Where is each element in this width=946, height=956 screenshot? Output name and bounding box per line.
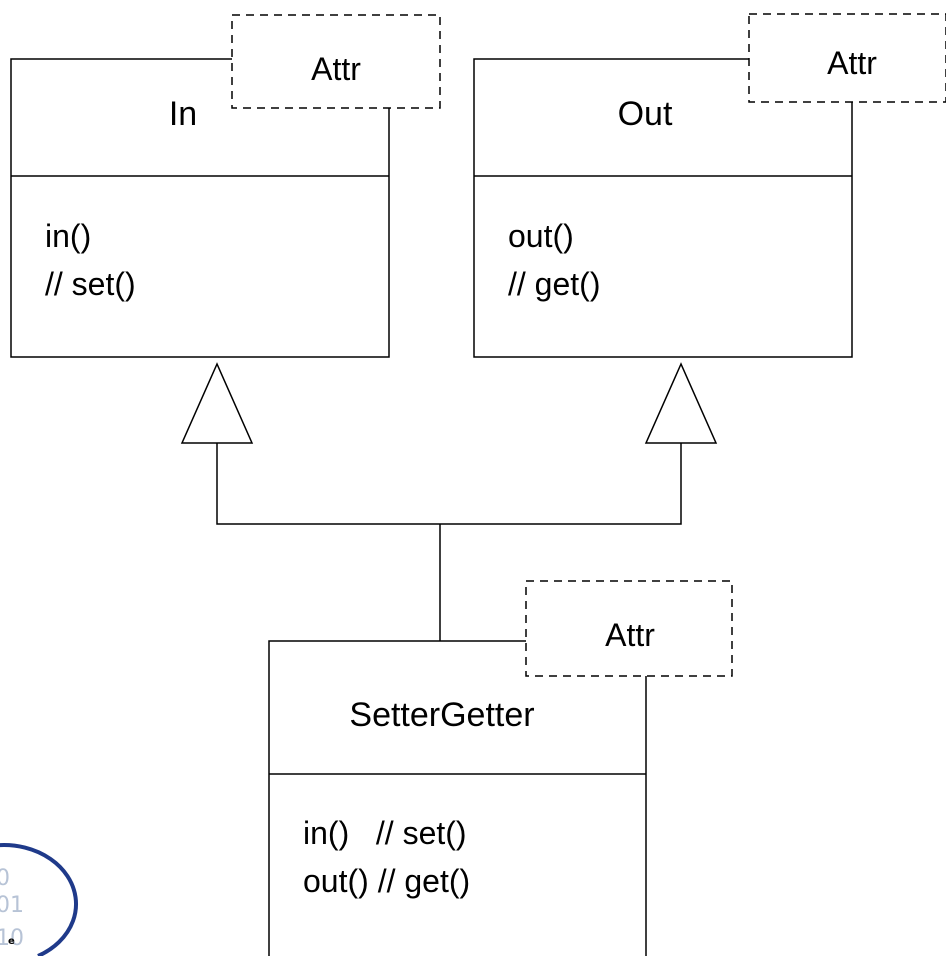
university-logo: 0 01 10 e	[0, 843, 79, 956]
logo-fragment: e	[8, 936, 15, 947]
generalization-arrow-in	[180, 362, 254, 444]
class-in-op-2: // set()	[45, 266, 136, 302]
class-out-border	[473, 58, 853, 358]
class-out-attr-box	[748, 13, 946, 103]
class-out[interactable]	[473, 58, 853, 358]
class-in-border	[10, 58, 390, 358]
inheritance-connector	[216, 443, 682, 525]
class-out-op-1: out()	[508, 218, 574, 254]
generalization-arrow-out	[644, 362, 718, 444]
logo-ring	[0, 843, 79, 956]
class-out-name: Out	[618, 95, 673, 133]
class-in[interactable]	[10, 58, 390, 358]
class-setter-getter[interactable]	[268, 640, 647, 956]
class-out-attr-label: Attr	[827, 45, 877, 81]
logo-digits-3: 10	[0, 926, 24, 951]
class-setter-getter-attr-box	[525, 580, 733, 677]
class-setter-getter-op-1: in() // set()	[303, 815, 467, 851]
class-out-op-2: // get()	[508, 266, 600, 302]
class-setter-getter-left-border	[268, 640, 526, 956]
class-setter-getter-name: SetterGetter	[349, 696, 534, 734]
class-in-attr-label: Attr	[311, 51, 361, 87]
class-in-op-1: in()	[45, 218, 91, 254]
class-setter-getter-attr-label: Attr	[605, 617, 655, 653]
class-in-attr-box	[231, 14, 441, 109]
class-setter-getter-op-2: out() // get()	[303, 863, 470, 899]
logo-digits-2: 01	[0, 893, 24, 918]
logo-digits-1: 0	[0, 866, 10, 891]
class-in-name: In	[169, 95, 197, 133]
